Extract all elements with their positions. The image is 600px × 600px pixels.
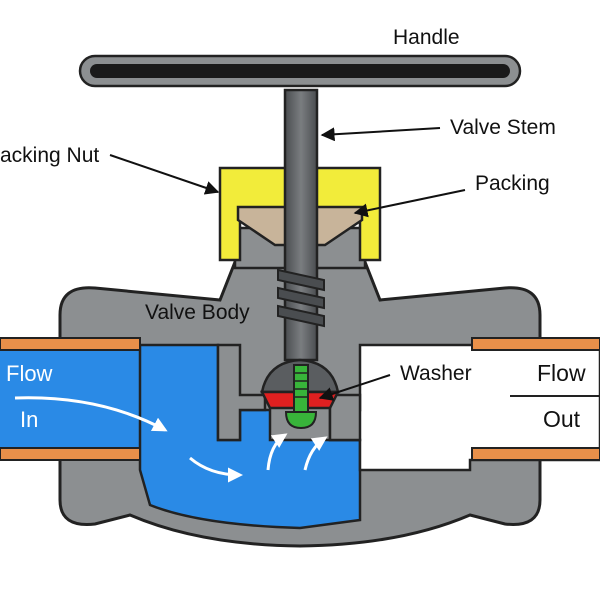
stem-threads [277,268,325,328]
label-handle: Handle [393,26,460,49]
callout-arrows [109,127,466,401]
screw-threads [294,372,308,398]
outlet-pipe-wall-top [471,337,600,351]
label-washer: Washer [400,362,472,385]
label-packing-nut: Packing Nut [0,144,99,167]
flow-arrows [14,396,328,483]
curved-arrow-icon [266,433,288,471]
pointer-arrow-icon [318,374,391,401]
pointer-arrow-icon [320,127,441,142]
label-flow-in-top: Flow [6,361,53,386]
label-flow-out-bottom: Out [543,406,581,432]
pointer-arrow-icon [109,154,220,195]
curved-arrow-icon [303,436,328,471]
washer-screw-head [284,411,318,430]
pointer-arrow-icon [353,189,466,218]
label-valve-stem: Valve Stem [450,116,556,139]
seat-right-wall [328,393,362,442]
label-flow-in-bottom: In [20,407,38,432]
inlet-pipe-wall-top [0,337,141,351]
label-flow-out-top: Flow [537,360,586,386]
seat-divider-wall [216,343,267,442]
inlet-pipe-wall-bottom [0,447,141,461]
outlet-pipe-wall-bottom [471,447,600,461]
curved-arrow-icon [189,456,243,483]
label-packing: Packing [475,172,550,195]
label-valve-body: Valve Body [145,301,250,324]
curved-arrow-icon [14,396,168,432]
handle-inner [90,64,510,78]
